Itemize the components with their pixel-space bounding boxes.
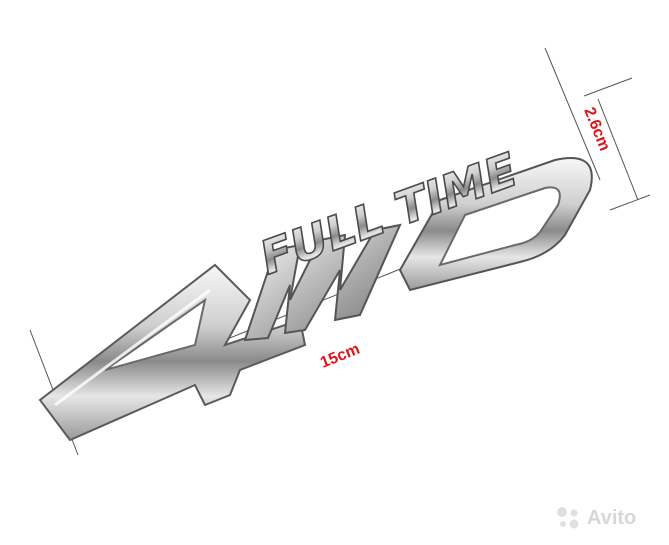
watermark-text: Avito (587, 506, 637, 529)
avito-dots-icon (557, 507, 579, 529)
emblem-digit-four (38, 263, 307, 442)
watermark: Avito (555, 505, 636, 531)
emblem-letters-wd (243, 157, 593, 342)
